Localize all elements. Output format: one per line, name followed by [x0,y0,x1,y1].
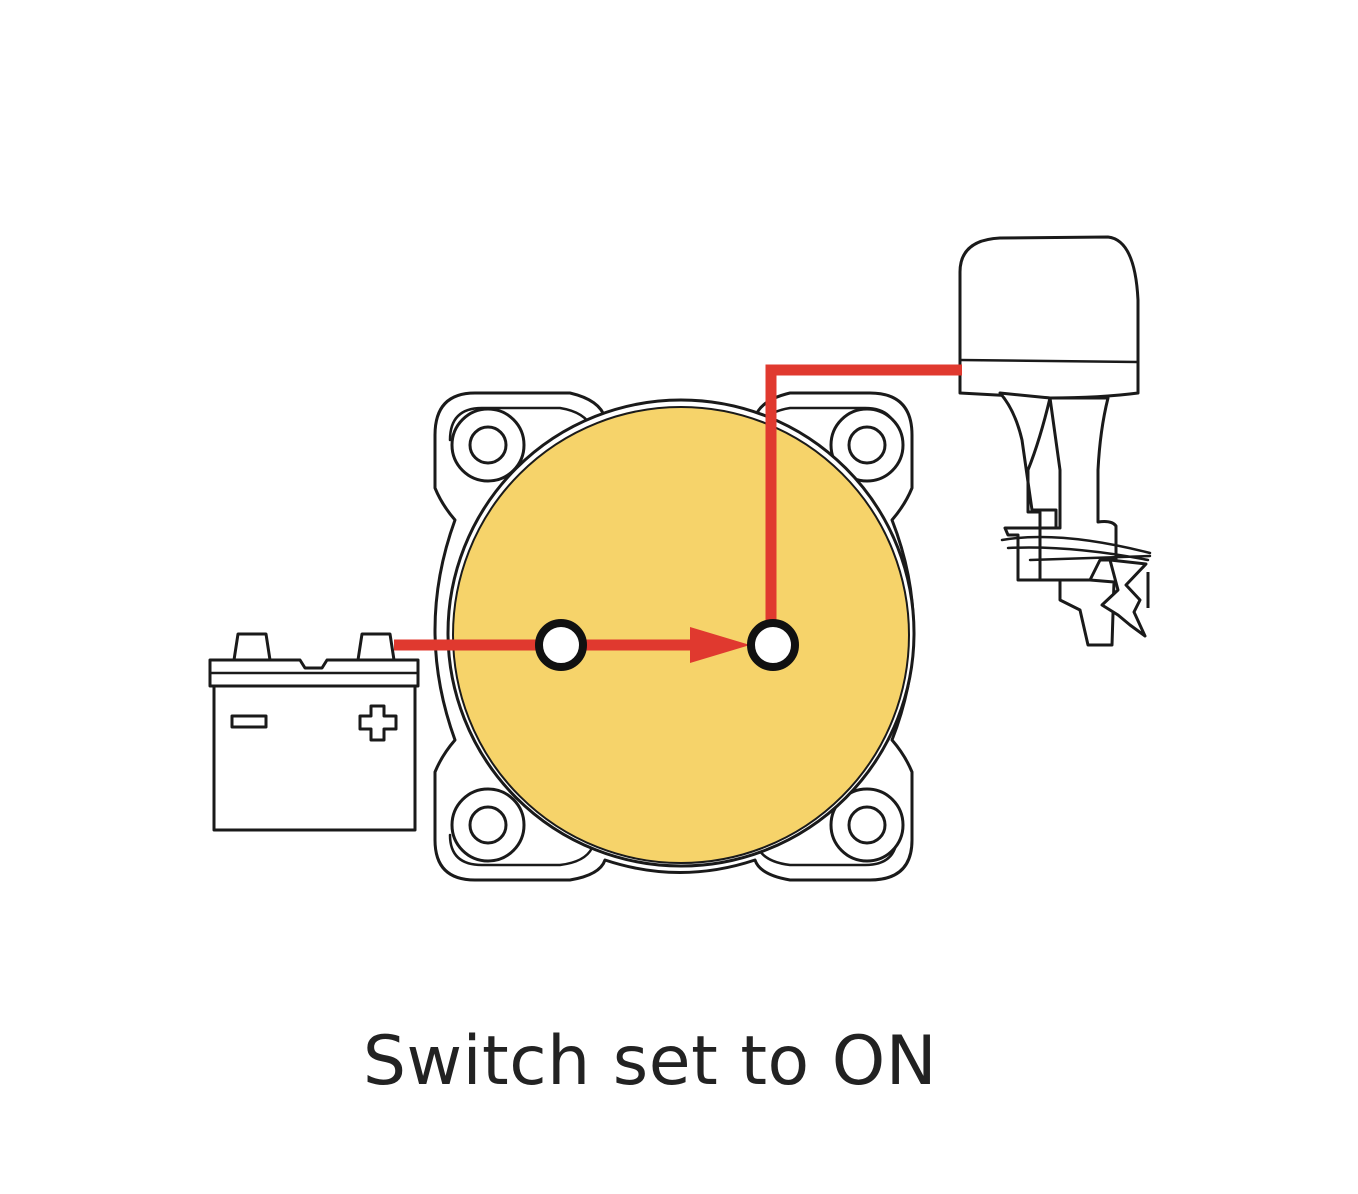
battery-plus-symbol [358,704,398,742]
wire-switch-to-motor [765,364,962,625]
switch-face [452,406,910,864]
motor-lower-unit [1058,578,1116,647]
battery-minus-symbol [230,714,268,729]
switch-terminal-output [747,619,799,671]
current-flow-arrow [690,627,750,663]
mounting-hole-top-right [829,407,905,483]
battery-icon [208,632,420,832]
motor-shaft [998,391,1058,582]
mounting-hole-bottom-left [450,787,526,863]
battery-terminal-positive [356,632,396,662]
switch-terminal-input [535,619,587,671]
wiring [394,364,962,663]
motor-propeller [1100,558,1148,638]
mounting-hole-top-left [450,407,526,483]
battery-terminal-negative [232,632,272,662]
battery-switch-icon [433,391,916,882]
diagram-caption: Switch set to ON [362,1022,938,1101]
outboard-motor-icon [958,235,1152,647]
mounting-hole-bottom-right [829,787,905,863]
motor-cowling [958,235,1140,400]
